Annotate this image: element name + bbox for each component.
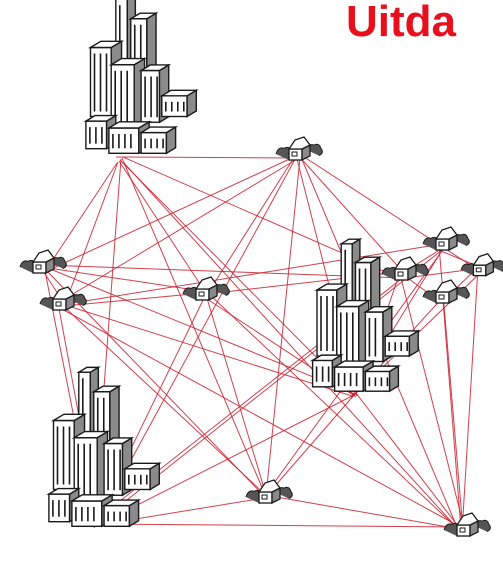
link-city-bottom-left-house-bottom-right (90, 523, 467, 528)
node-house-bottom-center (245, 479, 293, 505)
link-city-middle-right-house-bottom-right (355, 392, 462, 531)
node-house-right-3 (460, 252, 503, 277)
link-city-top-left-house-bottom-right (123, 162, 459, 530)
link-house-right-1-house-bottom-right (399, 273, 465, 528)
link-city-top-left-house-left-lower (63, 161, 119, 308)
node-city-middle-right (310, 237, 421, 393)
link-house-center-house-bottom-right (207, 292, 460, 531)
node-house-left-lower (39, 286, 87, 312)
link-city-middle-right-house-bottom-center (267, 393, 356, 495)
link-house-left-lower-house-bottom-center (58, 301, 272, 501)
node-house-right-1 (381, 256, 429, 282)
link-city-top-left-city-middle-right (119, 159, 356, 397)
link-house-top-center-house-bottom-center (265, 157, 301, 497)
nodes-layer (19, 0, 503, 538)
node-city-bottom-left (46, 366, 162, 528)
link-house-left-upper-house-center (41, 266, 209, 293)
link-house-top-center-house-left-lower (57, 155, 303, 304)
link-house-center-house-bottom-center (205, 294, 268, 499)
link-house-top-center-house-right-1 (296, 153, 404, 273)
link-house-left-lower-city-middle-right (64, 304, 353, 397)
node-city-top-left (83, 0, 199, 155)
link-house-bottom-center-house-bottom-right (264, 494, 466, 531)
link-house-left-lower-house-bottom-right (59, 307, 465, 530)
link-city-top-left-house-top-center (115, 156, 303, 159)
link-house-left-upper-house-bottom-center (45, 269, 268, 500)
node-house-right-4 (422, 279, 470, 305)
page-title: Uitda (346, 0, 456, 46)
link-house-right-4-house-bottom-right (442, 300, 462, 530)
link-house-top-center-house-left-upper (48, 156, 295, 271)
link-house-left-lower-house-right-2 (65, 244, 437, 305)
link-city-top-left-house-left-upper (47, 162, 118, 268)
link-house-top-center-house-center (207, 155, 296, 294)
node-house-center (182, 276, 230, 302)
link-house-right-3-house-bottom-right (461, 266, 479, 534)
node-house-left-upper (19, 249, 67, 275)
link-house-left-lower-house-center (63, 292, 204, 307)
links-layer (40, 151, 483, 534)
link-house-left-upper-city-middle-right (42, 265, 358, 396)
node-house-bottom-right (443, 512, 491, 538)
node-house-top-center (275, 136, 323, 162)
link-city-top-left-house-center (118, 160, 207, 294)
node-house-right-2 (422, 226, 470, 252)
